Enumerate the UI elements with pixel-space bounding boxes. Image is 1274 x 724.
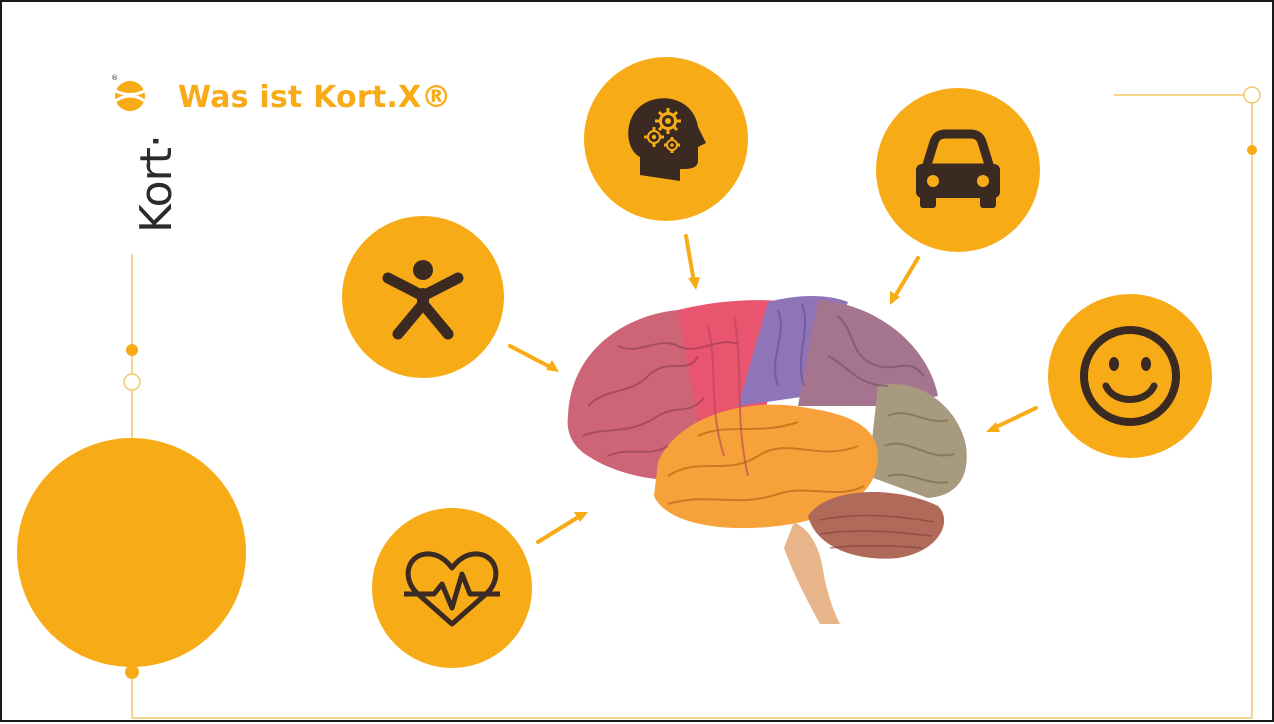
smiley-icon xyxy=(1048,294,1212,458)
car-icon xyxy=(876,88,1040,252)
heartbeat-icon xyxy=(372,508,532,668)
person-icon xyxy=(342,216,504,378)
decorative-circle xyxy=(17,438,246,667)
head-gears-icon xyxy=(584,57,748,221)
page-title: Was ist Kort.X® xyxy=(178,80,452,115)
svg-text:®: ® xyxy=(111,74,118,82)
logo-x-icon: ® xyxy=(111,74,147,111)
brain-illustration xyxy=(567,296,967,624)
